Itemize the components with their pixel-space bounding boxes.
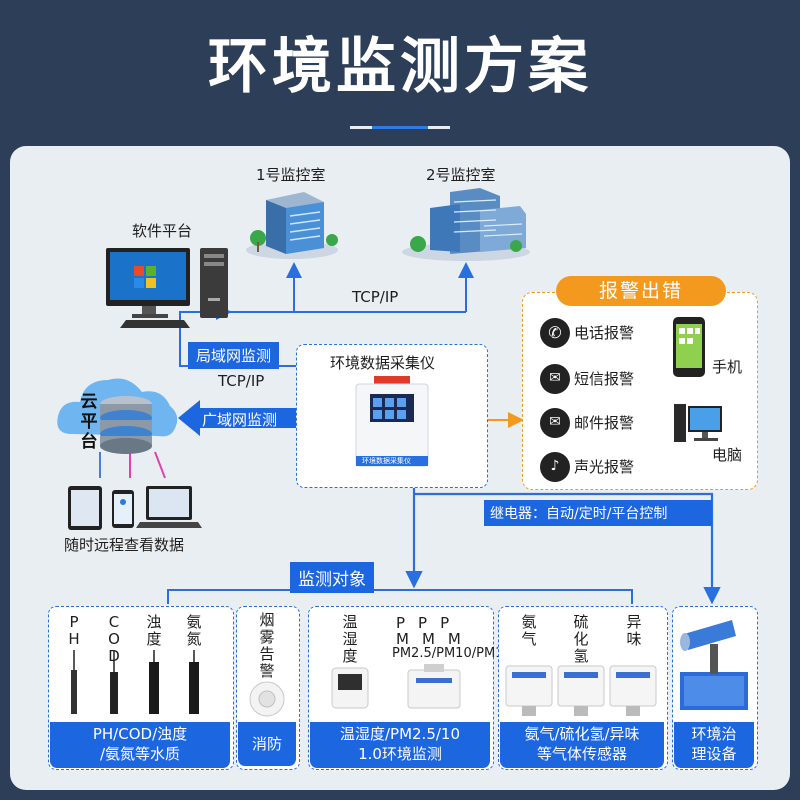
smoke-alarm-header: 烟雾告警 [259, 611, 275, 680]
turbidity-header: 浊度 [146, 613, 162, 648]
gas-footer-line-2: 等气体传感器 [536, 745, 627, 763]
monitor-room-1-label: 1号监控室 [256, 166, 326, 184]
smoke-detector-icon [249, 681, 285, 717]
water-quality-footer-line-2: /氨氮等水质 [99, 745, 181, 763]
temp-humidity-sensor-icon [331, 667, 369, 709]
computer-label: 电脑 [712, 446, 743, 464]
sms-alarm-icon: ✉ [540, 364, 570, 394]
email-alarm-icon: ✉ [540, 408, 570, 438]
treatment-footer: 环境治 理设备 [674, 722, 754, 768]
hydrogen-sulfide-header: 硫化氢 [573, 613, 589, 665]
water-sensor-probes-icon [71, 650, 199, 714]
relay-tag: 继电器：自动/定时/平台控制 [484, 500, 712, 526]
fog-cannon-icon [680, 620, 748, 710]
ammonia-gas-header: 氨气 [521, 613, 537, 648]
pm-letters: PPP [396, 614, 463, 632]
page-title: 环境监测方案 [208, 32, 592, 102]
mobile-phone-icon [673, 317, 705, 377]
siren-alarm-icon: ♪ [540, 452, 570, 482]
remote-devices-icon [68, 486, 202, 530]
software-platform-label: 软件平台 [132, 222, 193, 240]
monitor-room-1-icon [246, 192, 338, 259]
title-underline-accent [372, 126, 428, 129]
ammonia-header: 氨氮 [186, 613, 202, 648]
wan-arrow [178, 400, 296, 436]
collector-device-icon [355, 376, 429, 467]
monitor-room-2-label: 2号监控室 [426, 166, 496, 184]
pm-sensor-icon [407, 664, 461, 709]
water-quality-footer-line-1: PH/COD/浊度 [92, 725, 188, 743]
fire-footer: 消防 [238, 722, 296, 766]
remote-view-label: 随时远程查看数据 [64, 536, 185, 554]
monitor-objects-tag: 监测对象 [290, 562, 374, 593]
odor-header: 异味 [626, 613, 642, 648]
monitor-room-2-icon [402, 188, 530, 261]
wan-monitoring-label: 广域网监测 [202, 411, 278, 429]
cloud-platform-label: 云平台 [80, 392, 98, 452]
phone-label: 手机 [712, 358, 743, 376]
ph-header: PH [68, 613, 80, 648]
alarm-item-sound-light: 声光报警 [574, 458, 635, 476]
gas-footer: 氨气/硫化氢/异味 等气体传感器 [500, 722, 664, 768]
alarm-computer-icon [674, 404, 722, 442]
desktop-computer-icon [106, 248, 228, 328]
environment-footer-line-1: 温湿度/PM2.5/10 [339, 725, 461, 743]
gas-sensors-icon [505, 665, 657, 716]
treatment-footer-line-1: 环境治 [691, 725, 737, 743]
gas-footer-line-1: 氨气/硫化氢/异味 [524, 725, 640, 743]
tcpip-top-label: TCP/IP [352, 288, 399, 306]
pm-letters-2: MMM [396, 630, 474, 648]
alarm-header: 报警出错 [556, 276, 726, 306]
alarm-item-sms: 短信报警 [574, 370, 635, 388]
environment-footer: 温湿度/PM2.5/10 1.0环境监测 [310, 722, 490, 768]
pm10-value: PM10 [436, 646, 472, 661]
collector-title: 环境数据采集仪 [330, 354, 436, 372]
tcpip-mid-label: TCP/IP [218, 372, 265, 390]
alarm-item-phone: 电话报警 [574, 324, 635, 342]
cloud-platform-icon [57, 378, 178, 454]
pm25-value: PM2.5 [392, 646, 432, 661]
lan-monitoring-tag: 局域网监测 [188, 342, 280, 369]
temp-humidity-header: 温湿度 [342, 613, 358, 665]
treatment-footer-line-2: 理设备 [691, 745, 737, 763]
water-quality-footer: PH/COD/浊度 /氨氮等水质 [50, 722, 230, 768]
phone-alarm-icon: ✆ [540, 318, 570, 348]
alarm-item-email: 邮件报警 [574, 414, 635, 432]
environment-footer-line-2: 1.0环境监测 [358, 745, 442, 763]
collector-device-text: 环境数据采集仪 [362, 457, 411, 465]
